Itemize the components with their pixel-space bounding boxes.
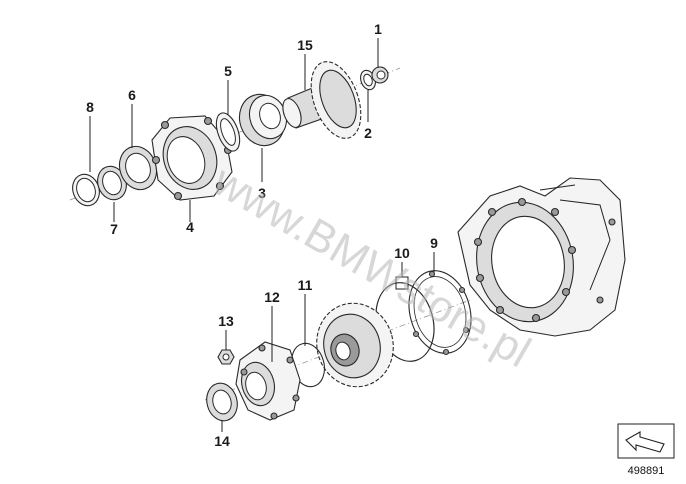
part-label-3: 3 [258, 185, 266, 201]
part-3-bearing [238, 93, 288, 147]
part-label-9: 9 [430, 235, 438, 251]
part-label-2: 2 [364, 125, 372, 141]
part-label-8: 8 [86, 99, 94, 115]
reference-number: 498891 [628, 465, 665, 477]
part-label-14: 14 [214, 433, 230, 449]
part-5-ring [215, 112, 241, 152]
lower-assembly-axis [204, 299, 471, 401]
part-14-seal [206, 382, 238, 422]
part-7-seal [97, 165, 127, 201]
part-label-6: 6 [128, 87, 136, 103]
part-label-5: 5 [224, 63, 232, 79]
part-label-11: 11 [298, 277, 313, 293]
leader-lines [89, 38, 435, 432]
part-9-gasket [408, 270, 472, 356]
final-drive-housing [457, 177, 626, 337]
part-label-4: 4 [186, 219, 194, 235]
arrow-orientation-icon [617, 423, 675, 459]
part-8-snap-ring [72, 173, 100, 207]
part-label-7: 7 [110, 221, 118, 237]
part-13-bolt [217, 349, 235, 365]
crown-wheel [316, 302, 394, 388]
part-label-1: 1 [374, 21, 382, 37]
part-1-nut [371, 66, 389, 84]
part-label-12: 12 [264, 289, 280, 305]
part-15-pinion-gear [282, 61, 362, 139]
part-label-10: 10 [394, 245, 410, 261]
part-label-13: 13 [218, 313, 234, 329]
part-6-bearing-ring [118, 145, 158, 191]
part-label-15: 15 [297, 37, 313, 53]
part-4-housing [151, 115, 233, 201]
part-12-cover [235, 341, 301, 421]
